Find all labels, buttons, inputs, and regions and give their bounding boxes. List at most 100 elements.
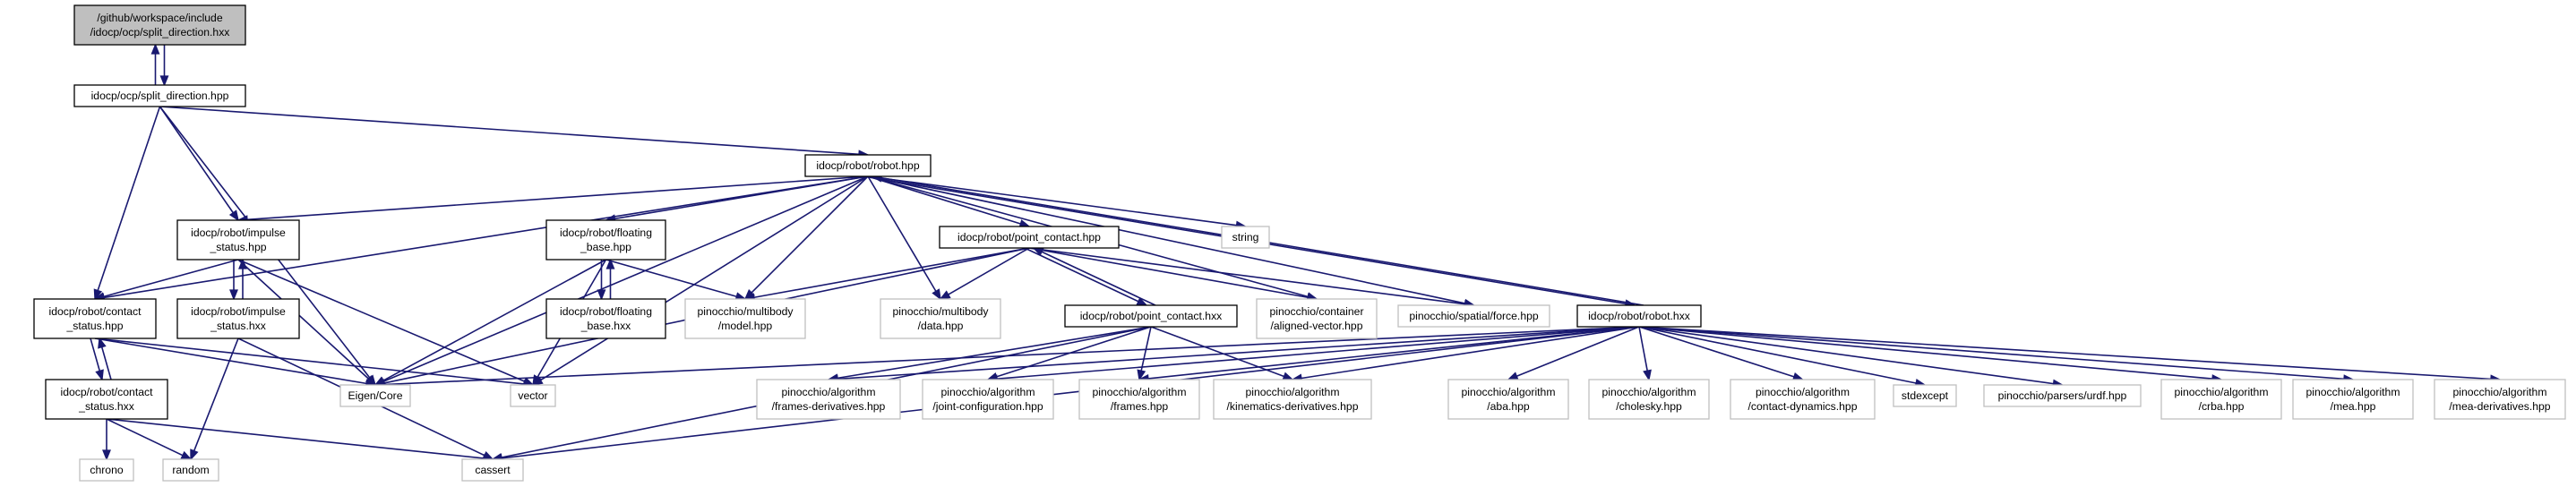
node-impulse-status-hpp[interactable]: idocp/robot/impulse_status.hpp	[176, 219, 300, 261]
node-multibody-data[interactable]: pinocchio/multibody/data.hpp	[880, 298, 1001, 339]
edge-robot-hxx-to-mea-derivatives	[1638, 326, 2502, 384]
node-label: idocp/robot/floating	[560, 305, 652, 318]
node-label: /crba.hpp	[2199, 400, 2245, 413]
node-label: chrono	[90, 464, 123, 476]
node-box	[339, 384, 411, 407]
node-label: /frames.hpp	[1111, 400, 1169, 413]
node-label: /mea.hpp	[2331, 400, 2376, 413]
edge-contact-status-hxx-to-contact-status-hpp	[98, 337, 112, 380]
node-string[interactable]: string	[1221, 226, 1270, 249]
node-label: idocp/ocp/split_direction.hpp	[91, 90, 229, 102]
node-contact-status-hpp[interactable]: idocp/robot/contact_status.hpp	[33, 298, 157, 339]
node-aligned-vector[interactable]: pinocchio/container/aligned-vector.hpp	[1256, 298, 1378, 339]
node-multibody-model[interactable]: pinocchio/multibody/model.hpp	[684, 298, 806, 339]
node-robot-hxx[interactable]: idocp/robot/robot.hxx	[1576, 304, 1702, 328]
node-label: pinocchio/parsers/urdf.hpp	[1998, 389, 2127, 402]
node-label: /mea-derivatives.hpp	[2449, 400, 2550, 413]
node-label: /model.hpp	[718, 320, 773, 332]
node-impulse-status-hxx[interactable]: idocp/robot/impulse_status.hxx	[176, 298, 300, 339]
node-label: _base.hpp	[580, 241, 631, 253]
node-floating-base-hpp[interactable]: idocp/robot/floating_base.hpp	[545, 219, 666, 261]
edge-robot-hpp-to-point-contact-hpp	[867, 175, 1031, 228]
node-label: pinocchio/multibody	[697, 305, 794, 318]
node-box	[1447, 379, 1569, 420]
node-label: pinocchio/algorithm	[781, 386, 875, 398]
node-box	[1983, 384, 2142, 407]
edge-robot-hpp-to-multibody-data	[867, 175, 941, 301]
node-split-direction-hpp[interactable]: idocp/ocp/split_direction.hpp	[73, 84, 246, 107]
node-box	[684, 298, 806, 339]
node-label: _status.hxx	[210, 320, 266, 332]
node-box	[162, 458, 219, 482]
edge-contact-status-hxx-to-chrono	[102, 418, 111, 461]
edge-split-direction-hpp-to-split-direction-hxx	[150, 43, 160, 86]
edge-split-direction-hpp-to-contact-status-hpp	[93, 106, 161, 301]
node-label: /aba.hpp	[1487, 400, 1530, 413]
node-box	[45, 379, 168, 420]
node-label: pinocchio/algorithm	[1245, 386, 1339, 398]
node-label: pinocchio/algorithm	[1092, 386, 1186, 398]
node-frames-derivatives[interactable]: pinocchio/algorithm/frames-derivatives.h…	[756, 379, 901, 420]
node-label: cassert	[475, 464, 511, 476]
node-label: /aligned-vector.hpp	[1271, 320, 1363, 332]
node-box	[939, 226, 1120, 249]
node-box	[79, 458, 134, 482]
node-box	[2434, 379, 2566, 420]
node-aba[interactable]: pinocchio/algorithm/aba.hpp	[1447, 379, 1569, 420]
node-contact-dynamics[interactable]: pinocchio/algorithm/contact-dynamics.hpp	[1730, 379, 1876, 420]
node-point-contact-hpp[interactable]: idocp/robot/point_contact.hpp	[939, 226, 1120, 249]
node-eigen-core[interactable]: Eigen/Core	[339, 384, 411, 407]
node-mea[interactable]: pinocchio/algorithm/mea.hpp	[2292, 379, 2414, 420]
node-label: stdexcept	[1902, 389, 1949, 402]
node-label: pinocchio/algorithm	[2306, 386, 2400, 398]
node-random[interactable]: random	[162, 458, 219, 482]
node-vector[interactable]: vector	[510, 384, 556, 407]
node-spatial-force[interactable]: pinocchio/spatial/force.hpp	[1397, 304, 1550, 328]
node-box	[73, 4, 246, 46]
node-robot-hpp[interactable]: idocp/robot/robot.hpp	[804, 154, 932, 177]
node-label: pinocchio/algorithm	[2452, 386, 2546, 398]
node-box	[176, 298, 300, 339]
node-contact-status-hxx[interactable]: idocp/robot/contact_status.hxx	[45, 379, 168, 420]
node-stdexcept[interactable]: stdexcept	[1893, 384, 1957, 407]
node-crba[interactable]: pinocchio/algorithm/crba.hpp	[2160, 379, 2282, 420]
nodes-layer: /github/workspace/include/idocp/ocp/spli…	[33, 4, 2566, 482]
node-label: pinocchio/algorithm	[2174, 386, 2268, 398]
node-box	[510, 384, 556, 407]
node-label: /cholesky.hpp	[1616, 400, 1682, 413]
node-label: /kinematics-derivatives.hpp	[1227, 400, 1359, 413]
node-label: pinocchio/algorithm	[1756, 386, 1850, 398]
edge-point-contact-hpp-to-aligned-vector	[1028, 247, 1318, 303]
edge-robot-hxx-to-parsers-urdf	[1638, 326, 2065, 389]
node-label: idocp/robot/robot.hpp	[816, 159, 919, 172]
edges-layer	[90, 43, 2502, 463]
node-mea-derivatives[interactable]: pinocchio/algorithm/mea-derivatives.hpp	[2434, 379, 2566, 420]
node-box	[1213, 379, 1372, 420]
node-split-direction-hxx[interactable]: /github/workspace/include/idocp/ocp/spli…	[73, 4, 246, 46]
node-frames[interactable]: pinocchio/algorithm/frames.hpp	[1078, 379, 1200, 420]
edge-impulse-status-hpp-to-impulse-status-hxx	[229, 260, 238, 301]
node-label: pinocchio/algorithm	[940, 386, 1035, 398]
node-joint-configuration[interactable]: pinocchio/algorithm/joint-configuration.…	[922, 379, 1054, 420]
node-parsers-urdf[interactable]: pinocchio/parsers/urdf.hpp	[1983, 384, 2142, 407]
node-floating-base-hxx[interactable]: idocp/robot/floating_base.hxx	[545, 298, 666, 339]
node-cassert[interactable]: cassert	[461, 458, 524, 482]
edge-split-direction-hpp-to-robot-hpp	[159, 106, 870, 159]
edge-robot-hpp-to-vector	[531, 175, 869, 386]
node-label: pinocchio/multibody	[892, 305, 989, 318]
node-label: /idocp/ocp/split_direction.hxx	[90, 26, 230, 38]
node-box	[2292, 379, 2414, 420]
node-chrono[interactable]: chrono	[79, 458, 134, 482]
node-box	[33, 298, 157, 339]
node-box	[804, 154, 932, 177]
node-box	[756, 379, 901, 420]
node-cholesky[interactable]: pinocchio/algorithm/cholesky.hpp	[1588, 379, 1710, 420]
node-point-contact-hxx[interactable]: idocp/robot/point_contact.hxx	[1064, 304, 1238, 328]
edge-floating-base-hxx-to-floating-base-hpp	[605, 258, 615, 299]
node-kinematics-derivatives[interactable]: pinocchio/algorithm/kinematics-derivativ…	[1213, 379, 1372, 420]
node-label: /data.hpp	[918, 320, 964, 332]
node-box	[73, 84, 246, 107]
node-label: /github/workspace/include	[97, 12, 222, 24]
node-box	[1588, 379, 1710, 420]
